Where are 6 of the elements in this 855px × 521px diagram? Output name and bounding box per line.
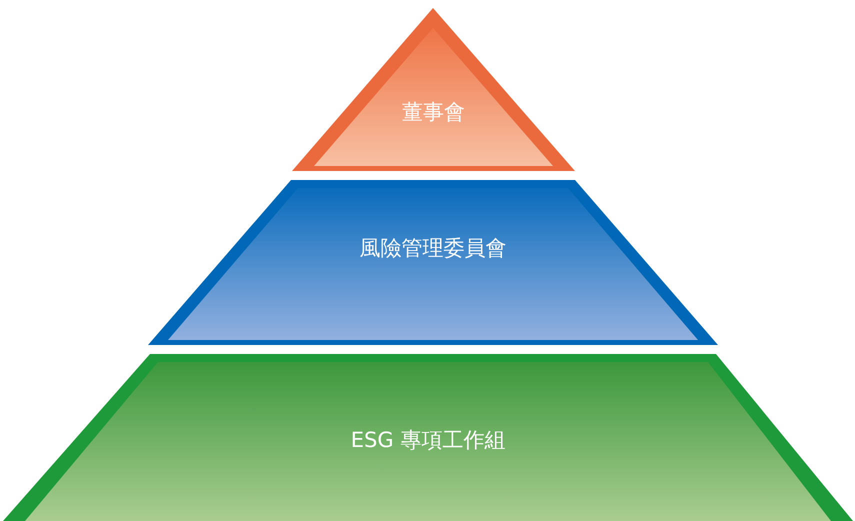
tier-label: ESG 專項工作組 xyxy=(350,427,506,454)
pyramid-tier xyxy=(148,180,718,346)
tier-label: 風險管理委員會 xyxy=(360,235,506,262)
pyramid-apex xyxy=(290,6,577,173)
pyramid-tier xyxy=(3,354,853,521)
tier-label: 董事會 xyxy=(402,99,465,126)
